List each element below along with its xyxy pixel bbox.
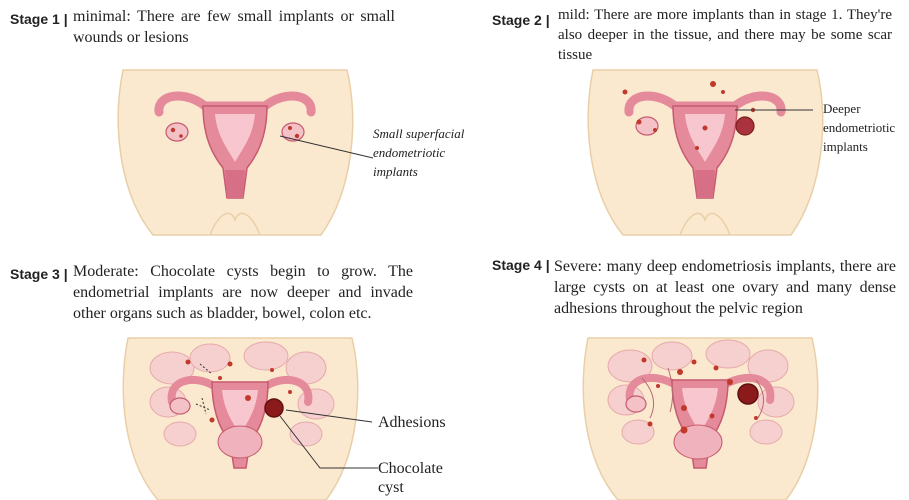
ovary-icon bbox=[626, 396, 646, 412]
stage-2-description: mild: There are more implants than in st… bbox=[558, 5, 892, 65]
stage-2-label: Stage 2 | bbox=[492, 12, 550, 28]
stage-3-label: Stage 3 | bbox=[10, 266, 68, 282]
stage-3-callout-adhesions: Adhesions bbox=[378, 413, 446, 432]
stage-3-callout-chocolate-cyst: Chocolate cyst bbox=[378, 459, 443, 497]
pelvis-illustration bbox=[120, 338, 360, 500]
chocolate-cyst-icon bbox=[265, 399, 283, 417]
stage-3-description: Moderate: Chocolate cysts begin to grow.… bbox=[73, 261, 413, 324]
stage-1-callout: Small superfacial endometriotic implants bbox=[373, 124, 473, 181]
pelvis-illustration bbox=[115, 70, 355, 235]
ovary-icon bbox=[170, 398, 190, 414]
stage-2-callout: Deeper endometriotic implants bbox=[823, 99, 909, 156]
stage-1-description: minimal: There are few small implants or… bbox=[73, 6, 395, 48]
chocolate-cyst-icon bbox=[738, 384, 758, 404]
pelvis-illustration bbox=[585, 70, 825, 235]
stage-4-label: Stage 4 | bbox=[492, 257, 550, 273]
stage-1-label: Stage 1 | bbox=[10, 11, 68, 27]
stage-4-description: Severe: many deep endometriosis implants… bbox=[554, 256, 896, 319]
pelvis-illustration bbox=[580, 338, 820, 500]
